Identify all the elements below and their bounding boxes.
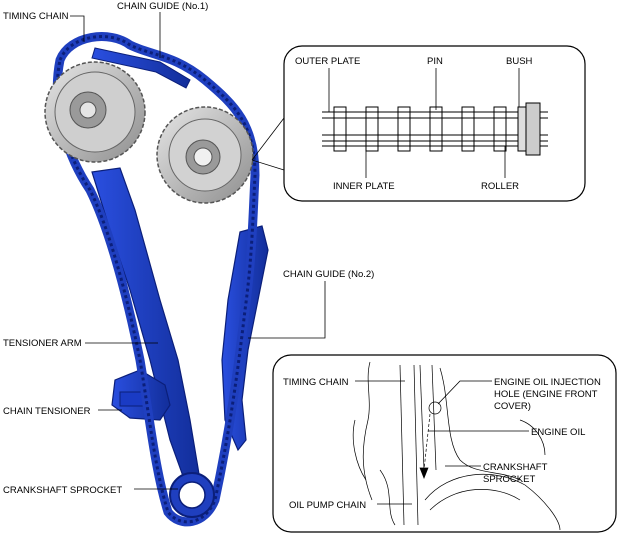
chain-links-illustration: [322, 102, 548, 156]
label-chain-tensioner: CHAIN TENSIONER: [3, 406, 122, 417]
svg-text:TENSIONER ARM: TENSIONER ARM: [3, 338, 82, 349]
label-oil-crank-2: SPROCKET: [483, 474, 535, 485]
camshaft-sprocket-intake: [44, 61, 146, 163]
timing-chain: [52, 32, 260, 527]
svg-text:TIMING CHAIN: TIMING CHAIN: [3, 11, 69, 22]
label-oil-hole-1: ENGINE OIL INJECTION: [494, 377, 601, 388]
label-inner-plate: INNER PLATE: [333, 181, 395, 192]
label-bush: BUSH: [506, 56, 533, 67]
label-oil-hole-2: HOLE (ENGINE FRONT: [494, 389, 598, 400]
label-chain-guide-2: CHAIN GUIDE (No.2): [248, 269, 374, 339]
camshaft-sprocket-exhaust: [156, 106, 254, 204]
svg-text:CHAIN TENSIONER: CHAIN TENSIONER: [3, 406, 91, 417]
label-engine-oil: ENGINE OIL: [531, 427, 585, 438]
label-roller: ROLLER: [481, 181, 519, 192]
label-crankshaft-sprocket: CRANKSHAFT SPROCKET: [3, 485, 178, 496]
label-tensioner-arm: TENSIONER ARM: [3, 338, 158, 349]
crankshaft-sprocket: [169, 472, 215, 518]
label-timing-chain: TIMING CHAIN: [3, 11, 85, 42]
svg-text:CHAIN GUIDE (No.1): CHAIN GUIDE (No.1): [117, 1, 208, 12]
svg-text:CRANKSHAFT SPROCKET: CRANKSHAFT SPROCKET: [3, 485, 122, 496]
tensioner-arm: [91, 167, 201, 492]
label-outer-plate: OUTER PLATE: [295, 56, 360, 67]
label-oil-hole-3: COVER): [494, 401, 531, 412]
label-oil-pump-chain: OIL PUMP CHAIN: [289, 500, 366, 511]
chain-guide-no1: [91, 47, 191, 89]
label-chain-guide-1: CHAIN GUIDE (No.1): [117, 1, 208, 58]
svg-text:CHAIN GUIDE (No.2): CHAIN GUIDE (No.2): [283, 269, 374, 280]
label-oil-timing-chain: TIMING CHAIN: [283, 377, 349, 388]
chain-detail-inset: OUTER PLATE PIN BUSH INNER PLATE ROLLER: [251, 45, 586, 202]
oil-injection-inset: TIMING CHAIN ENGINE OIL INJECTION HOLE (…: [272, 354, 617, 533]
label-pin: PIN: [427, 56, 443, 67]
label-oil-crank-1: CRANKSHAFT: [483, 462, 548, 473]
